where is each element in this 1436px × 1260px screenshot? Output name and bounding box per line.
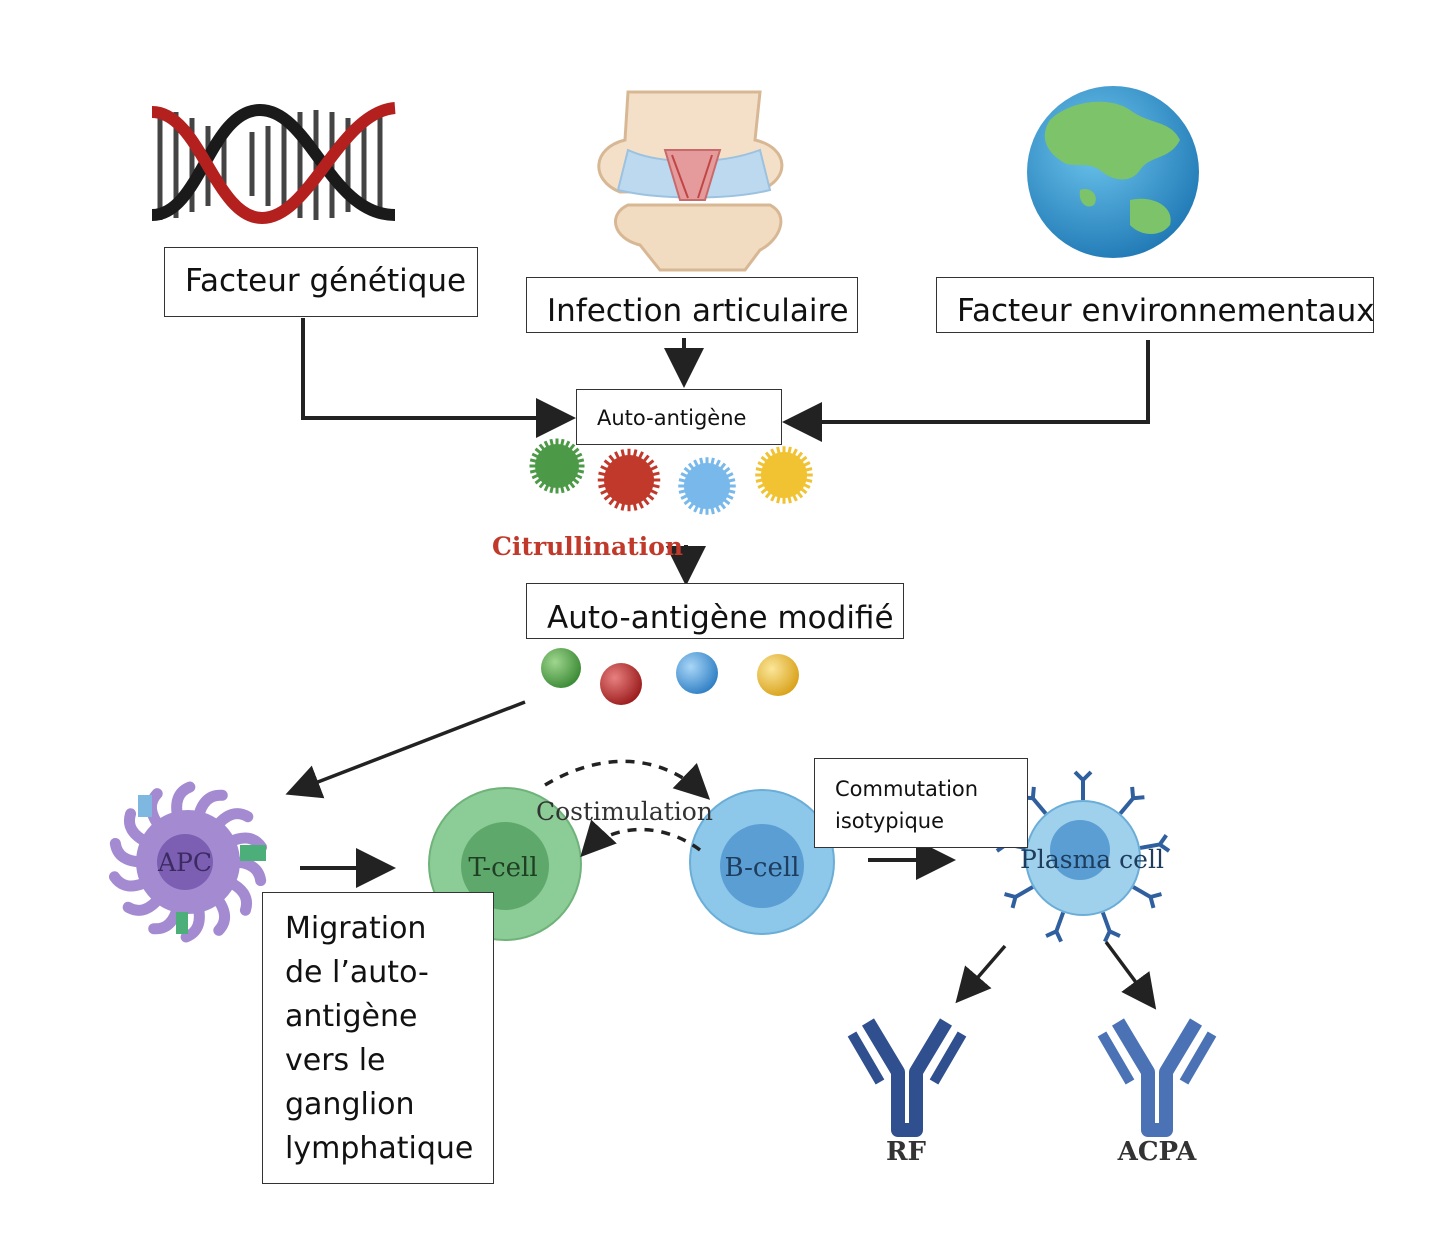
antigen-spiky-group (529, 438, 813, 515)
box-auto-antigene-modifie-text: Auto-antigène modifié (547, 600, 894, 636)
box-infection-articulaire: Infection articulaire (526, 277, 858, 333)
rf-label: RF (886, 1137, 927, 1167)
box-commutation-isotypique-text: Commutation isotypique (835, 777, 979, 833)
plasma-cell-label: Plasma cell (1020, 845, 1164, 874)
acpa-label: ACPA (1117, 1137, 1198, 1167)
box-auto-antigene: Auto-antigène (576, 389, 782, 445)
box-facteur-environnementaux-text: Facteur environnementaux (957, 293, 1374, 329)
t-cell-label: T-cell (468, 853, 537, 883)
arrow-plasma-to-rf (955, 944, 1007, 1004)
b-cell: B-cell (689, 789, 835, 935)
modified-antigen-red (600, 663, 642, 705)
antigen-spiky-green (529, 438, 585, 494)
box-facteur-environnementaux: Facteur environnementaux (936, 277, 1374, 333)
antigen-spiky-blue (678, 457, 736, 515)
arrow-plasma-to-acpa (1104, 940, 1157, 1010)
dna-icon (151, 102, 397, 225)
box-auto-antigene-text: Auto-antigène (597, 406, 747, 430)
box-commutation-isotypique: Commutation isotypique (814, 758, 1028, 848)
box-migration: Migration de l’auto-antigène vers le gan… (262, 892, 494, 1184)
antigen-spiky-red (597, 448, 661, 512)
modified-antigen-green (541, 648, 581, 688)
box-auto-antigene-modifie: Auto-antigène modifié (526, 583, 904, 639)
knee-joint-icon (597, 90, 784, 272)
modified-antigen-yellow (757, 654, 799, 696)
arrow-genetique-to-autoantigen (301, 318, 576, 438)
arrow-environnement-to-autoantigen (782, 340, 1150, 442)
rf-antibody-icon: RF (847, 1018, 967, 1167)
modified-antigen-group (541, 648, 799, 705)
box-facteur-genetique-text: Facteur génétique (185, 263, 467, 299)
b-cell-label: B-cell (725, 853, 800, 883)
arrow-to-apc (285, 700, 526, 799)
apc-label: APC (157, 848, 212, 877)
modified-antigen-blue (676, 652, 718, 694)
earth-globe-icon (1027, 86, 1199, 258)
box-migration-text: Migration de l’auto-antigène vers le gan… (285, 911, 474, 1166)
box-infection-articulaire-text: Infection articulaire (547, 293, 849, 329)
plasma-cell: Plasma cell (995, 770, 1171, 943)
citrullination-label: Citrullination (492, 532, 683, 561)
apc-cell: APC (108, 781, 268, 943)
antigen-spiky-yellow (755, 446, 813, 504)
acpa-antibody-icon: ACPA (1097, 1018, 1217, 1167)
box-facteur-genetique: Facteur génétique (164, 247, 478, 317)
costimulation-label: Costimulation (536, 797, 713, 826)
costimulation-arrows (544, 759, 711, 858)
